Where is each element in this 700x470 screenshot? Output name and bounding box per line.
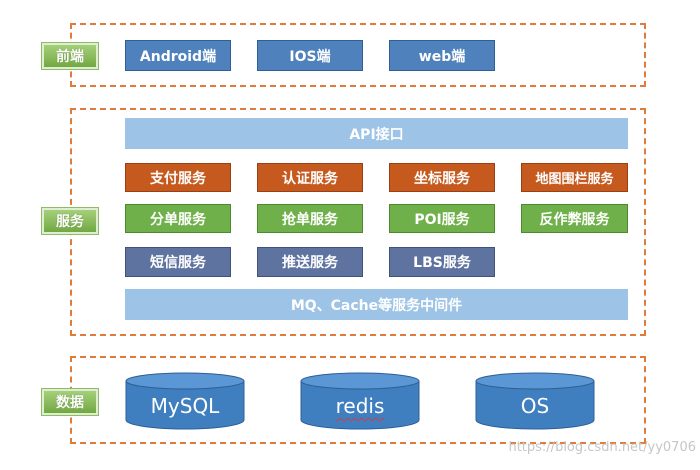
database-cylinder-icon [125,372,245,430]
mysql-label: MySQL [150,394,220,418]
poi-service-box: POI服务 [389,204,495,233]
middleware-bar: MQ、Cache等服务中间件 [125,289,628,320]
payment-service-box: 支付服务 [125,163,231,192]
database-cylinder-icon [300,372,420,430]
api-interface-bar: API接口 [125,118,628,149]
geofence-service-box: 地图围栏服务 [521,163,628,192]
ios-client-box: IOS端 [257,40,363,71]
data-layer-tag: 数据 [42,389,98,415]
database-cylinder-icon [475,372,595,430]
auth-service-box: 认证服务 [257,163,363,192]
coordinate-service-box: 坐标服务 [389,163,495,192]
redis-label: redis [335,394,385,418]
android-client-box: Android端 [125,40,231,71]
os-storage-cylinder: OS [475,372,595,430]
watermark-text: https://blog.csdn.net/yy0706 [508,440,696,455]
lbs-service-box: LBS服务 [389,247,495,277]
anti-fraud-service-box: 反作弊服务 [521,204,628,233]
sms-service-box: 短信服务 [125,247,231,277]
push-service-box: 推送服务 [257,247,363,277]
redis-database-cylinder: redis [300,372,420,430]
os-label: OS [520,394,550,418]
order-dispatch-service-box: 分单服务 [125,204,231,233]
order-grab-service-box: 抢单服务 [257,204,363,233]
mysql-database-cylinder: MySQL [125,372,245,430]
services-layer-tag: 服务 [42,208,98,234]
frontend-layer-tag: 前端 [42,43,98,69]
web-client-box: web端 [389,40,495,71]
